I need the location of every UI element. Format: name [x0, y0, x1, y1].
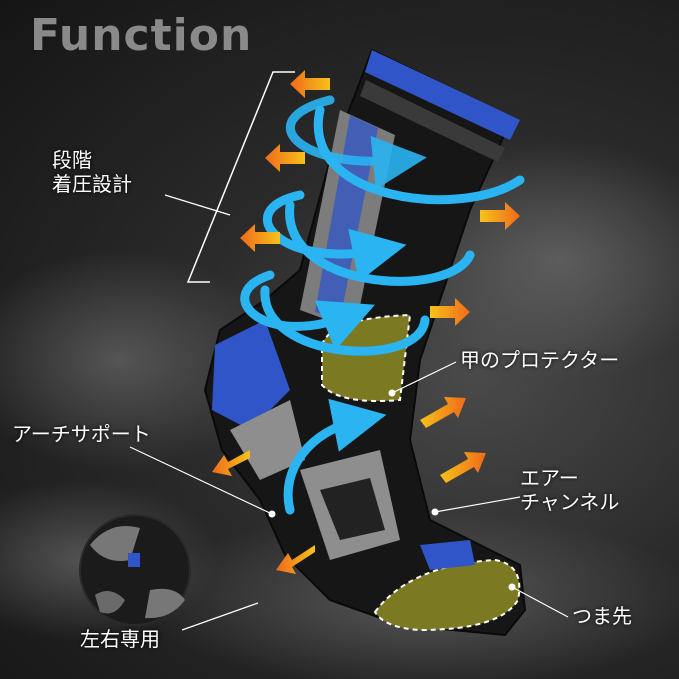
- orange-arrow-right: [440, 452, 486, 483]
- airflow-arrows: [212, 70, 520, 574]
- inset-gray-patch: [90, 526, 140, 561]
- fog-cloud: [0, 250, 280, 470]
- sock-heel-gray: [230, 400, 305, 480]
- label-left-right: 左右専用: [80, 627, 160, 651]
- inset-gray-patch: [145, 588, 185, 619]
- leader-dot: [508, 583, 516, 591]
- leader-dot: [388, 389, 396, 397]
- orange-arrow-right: [420, 397, 466, 428]
- toe-pad: [373, 558, 521, 632]
- label-air-channel: エアー チャンネル: [520, 466, 619, 514]
- leader-line: [434, 496, 521, 513]
- label-instep-protector: 甲のプロテクター: [460, 348, 620, 372]
- toe-side-blue: [420, 540, 475, 570]
- label-graduated-compression: 段階 着圧設計: [52, 148, 132, 196]
- leader-dot: [431, 508, 439, 516]
- leader-line: [164, 194, 231, 216]
- compression-bracket: [186, 71, 295, 283]
- orange-arrow-right: [480, 202, 520, 230]
- label-arch-support: アーチサポート: [12, 422, 151, 446]
- sock-cuff-stripe: [360, 80, 505, 162]
- orange-arrow-left: [276, 545, 315, 574]
- leader-line: [391, 361, 457, 394]
- swirl-arrow: [260, 285, 430, 356]
- leader-line: [511, 586, 569, 618]
- inset-gray-patch: [95, 591, 125, 614]
- page-title: Function: [30, 10, 253, 61]
- sock-arch-panel-dark: [320, 478, 385, 540]
- orange-arrow-left: [212, 450, 250, 476]
- label-line: エアー: [520, 466, 579, 490]
- left-right-marker: [128, 553, 140, 567]
- leader-line: [181, 602, 259, 631]
- sock-cuff: [365, 50, 520, 140]
- swirl-arrow: [240, 270, 375, 351]
- swirl-arrow: [313, 105, 525, 205]
- swirl-arrow: [286, 95, 427, 190]
- label-line: 段階: [52, 148, 92, 172]
- orange-arrow-right: [430, 298, 470, 326]
- orange-arrow-left: [265, 144, 305, 172]
- leader-line: [129, 446, 273, 515]
- label-line: チャンネル: [520, 490, 620, 514]
- swirl-arrow: [285, 200, 475, 286]
- leader-dot: [268, 510, 276, 518]
- sock-heel: [212, 320, 290, 430]
- orange-arrow-left: [240, 224, 280, 252]
- orange-arrow-left: [290, 70, 330, 98]
- left-right-inset: [79, 514, 191, 626]
- label-line: 着圧設計: [52, 172, 132, 196]
- swirl-arrow: [283, 398, 387, 515]
- label-toe: つま先: [572, 604, 632, 628]
